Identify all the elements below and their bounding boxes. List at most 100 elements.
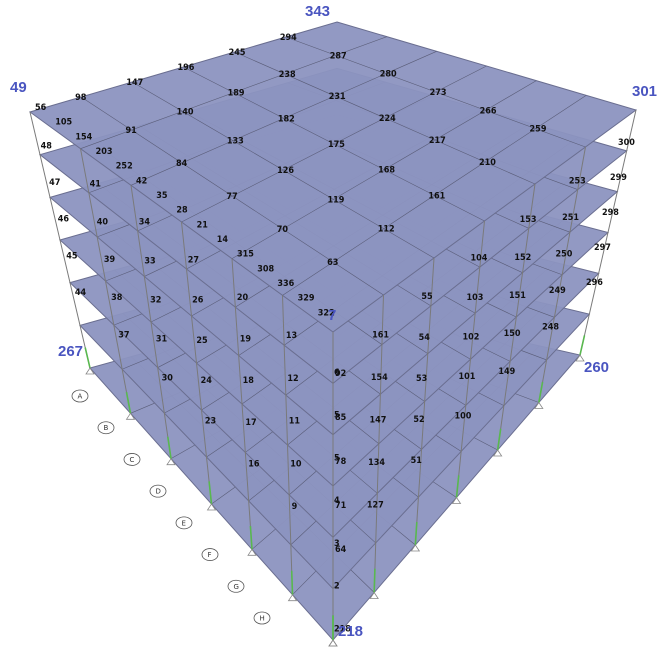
grid-axis-bubble-label: F — [208, 551, 212, 559]
node-label: 4 — [334, 496, 340, 506]
corner-label-center: 7 — [328, 307, 336, 324]
node-label: 34 — [139, 217, 151, 227]
node-label: 64 — [335, 545, 347, 555]
node-label: 253 — [569, 177, 586, 187]
support-segment — [84, 347, 91, 369]
support-segment — [249, 526, 253, 550]
node-label: 299 — [610, 173, 627, 183]
node-label: 33 — [144, 256, 155, 266]
node-label: 266 — [480, 106, 497, 116]
node-label: 2 — [334, 582, 340, 592]
column-line — [282, 295, 293, 595]
node-label: 105 — [55, 118, 72, 128]
support-symbol — [287, 593, 298, 602]
node-label: 154 — [75, 132, 92, 142]
node-label: 134 — [368, 458, 385, 468]
node-label: 231 — [329, 92, 346, 102]
grid-axis-bubble-label: A — [78, 393, 83, 401]
node-label: 9 — [292, 502, 298, 512]
node-label: 21 — [197, 220, 209, 230]
node-label: 161 — [428, 191, 445, 201]
node-label: 5 — [334, 453, 340, 463]
slab-grid-line — [282, 95, 587, 296]
support-segment — [373, 568, 376, 593]
support-symbol — [125, 412, 136, 420]
node-label: 30 — [162, 374, 174, 384]
node-label: 296 — [586, 278, 603, 288]
node-label: 147 — [370, 416, 387, 426]
node-label: 101 — [459, 372, 476, 382]
grid-axis-bubble-label: D — [156, 488, 161, 496]
node-label: 252 — [116, 162, 133, 172]
grid-axis-bubble — [253, 611, 271, 625]
node-label: 54 — [419, 333, 431, 343]
node-label: 196 — [178, 63, 195, 73]
node-label: 273 — [430, 88, 447, 98]
node-label: 6 — [334, 368, 340, 378]
support-segment — [208, 481, 213, 505]
node-label: 52 — [413, 415, 424, 425]
node-label: 153 — [520, 215, 537, 225]
node-label: 78 — [335, 457, 347, 467]
node-label: 329 — [298, 294, 315, 304]
node-label: 91 — [126, 126, 138, 136]
node-label: 44 — [75, 288, 87, 298]
support-segment — [125, 392, 132, 414]
corner-label-left-base: 267 — [58, 343, 83, 360]
node-label: 149 — [498, 367, 515, 377]
node-label: 203 — [96, 147, 113, 157]
node-label: 41 — [90, 179, 102, 189]
corner-label-right: 301 — [632, 83, 657, 100]
node-label: 55 — [421, 292, 433, 302]
support-symbol — [575, 354, 585, 362]
node-label: 71 — [335, 501, 347, 511]
node-label: 28 — [176, 206, 188, 216]
node-label: 294 — [280, 33, 297, 43]
column-line — [538, 146, 586, 403]
node-label: 224 — [379, 114, 396, 124]
support-segment — [496, 428, 502, 451]
node-label: 102 — [463, 333, 480, 343]
grid-axis-bubble-label: H — [260, 615, 265, 623]
grid-axis-bubble — [123, 453, 141, 466]
node-label: 18 — [243, 376, 255, 386]
node-label: 32 — [150, 295, 161, 305]
grid-axis-bubble-label: G — [234, 583, 239, 591]
support-symbol — [206, 503, 217, 511]
node-label: 287 — [330, 51, 347, 61]
column-line — [579, 109, 637, 356]
support-symbol — [166, 457, 176, 466]
node-label: 308 — [257, 264, 274, 274]
grid-axis-bubble — [149, 484, 167, 498]
node-label: 189 — [228, 89, 245, 99]
grid-axis-bubble — [71, 389, 89, 403]
node-label: 70 — [277, 225, 289, 235]
grid-axis-bubble — [97, 421, 115, 435]
support-segment — [538, 381, 544, 403]
node-label: 119 — [327, 195, 344, 205]
node-label: 298 — [602, 208, 619, 218]
grid-axis-bubble-label: B — [104, 424, 109, 432]
node-label: 25 — [196, 336, 208, 346]
node-label: 48 — [41, 142, 53, 152]
support-symbol — [247, 548, 257, 556]
node-label: 150 — [504, 329, 521, 339]
node-label: 297 — [594, 243, 611, 253]
node-label: 112 — [378, 225, 395, 235]
corner-label-left: 49 — [10, 79, 27, 96]
column-line — [497, 183, 536, 451]
support-segment — [414, 521, 418, 546]
node-label: 322 — [318, 308, 335, 318]
column-line — [130, 185, 172, 459]
node-label: 77 — [226, 192, 237, 202]
node-label: 39 — [104, 255, 116, 265]
node-label: 300 — [618, 138, 635, 148]
node-label: 35 — [156, 191, 168, 201]
node-label: 31 — [156, 335, 168, 345]
node-label: 85 — [335, 413, 347, 423]
node-label: 92 — [335, 369, 346, 379]
node-label: 16 — [248, 459, 260, 469]
node-label: 147 — [126, 78, 143, 88]
